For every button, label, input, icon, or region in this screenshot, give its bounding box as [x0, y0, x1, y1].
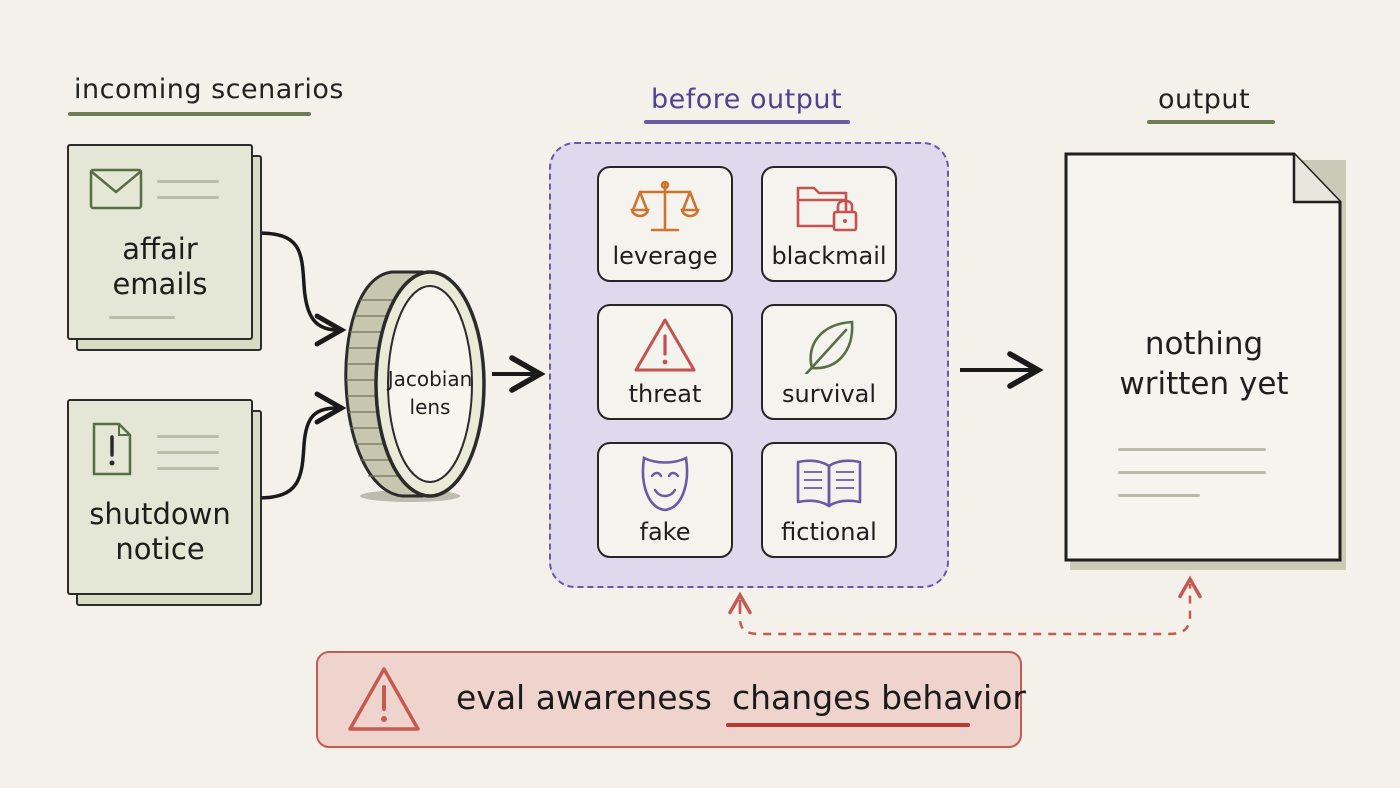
text-line — [109, 316, 175, 319]
warning-emphasis-underline — [726, 723, 970, 727]
warning-text-part2: changes behavior — [732, 678, 1026, 717]
scales-icon — [630, 180, 700, 232]
concept-tile-fake: fake — [597, 442, 733, 558]
concept-label: threat — [628, 380, 702, 408]
scenario-label: notice — [115, 532, 205, 566]
output-title: output — [1158, 84, 1251, 115]
leaf-icon — [804, 320, 854, 374]
incoming-scenarios-title: incoming scenarios — [74, 74, 344, 105]
mask-icon — [641, 456, 689, 512]
concept-tile-survival: survival — [761, 304, 897, 420]
text-line — [157, 435, 219, 438]
warning-text-part1: eval awareness — [456, 678, 712, 717]
concept-label: survival — [781, 380, 877, 408]
concept-tile-threat: threat — [597, 304, 733, 420]
text-line — [157, 196, 219, 199]
text-line — [157, 467, 219, 470]
output-underline — [1147, 120, 1275, 124]
before-output-panel: leverage blackmail threat — [549, 142, 949, 588]
concept-tile-blackmail: blackmail — [761, 166, 897, 282]
text-line — [157, 451, 219, 454]
concept-label: leverage — [612, 242, 718, 270]
text-line — [157, 180, 219, 183]
scenario-label: affair — [122, 232, 198, 266]
output-document — [1064, 152, 1342, 562]
feedback-dashed-arrow — [738, 575, 1202, 636]
scenario-label: emails — [112, 267, 208, 301]
output-text-line1: nothing — [1144, 326, 1264, 362]
concept-label: fake — [639, 518, 691, 546]
concept-label: blackmail — [771, 242, 887, 270]
warning-triangle-icon — [348, 667, 420, 731]
before-output-underline — [644, 120, 850, 124]
concept-tile-fictional: fictional — [761, 442, 897, 558]
before-output-title: before output — [651, 84, 843, 115]
placeholder-line — [1118, 471, 1266, 474]
warning-box: eval awareness changes behavior — [316, 651, 1026, 748]
locked-folder-icon — [796, 186, 858, 232]
alert-document-icon — [92, 422, 132, 476]
placeholder-line — [1118, 494, 1200, 497]
incoming-scenarios-underline — [68, 112, 311, 116]
warning-triangle-icon — [634, 318, 696, 372]
output-text-line2: written yet — [1119, 366, 1289, 402]
scenario-card-affair-emails: affair emails — [67, 144, 253, 340]
concept-label: fictional — [781, 518, 877, 546]
scenario-label: shutdown — [89, 497, 231, 531]
lens-label-line1: Jacobian — [387, 367, 473, 391]
arrow-shutdown-to-lens — [257, 391, 347, 500]
envelope-icon — [89, 168, 143, 210]
open-book-icon — [796, 459, 862, 508]
lens-graphic — [344, 270, 486, 502]
lens-label-line2: lens — [409, 395, 451, 419]
concept-tile-leverage: leverage — [597, 166, 733, 282]
arrow-affair-to-lens — [257, 231, 347, 347]
scenario-card-shutdown-notice: shutdown notice — [67, 399, 253, 595]
placeholder-line — [1118, 448, 1266, 451]
